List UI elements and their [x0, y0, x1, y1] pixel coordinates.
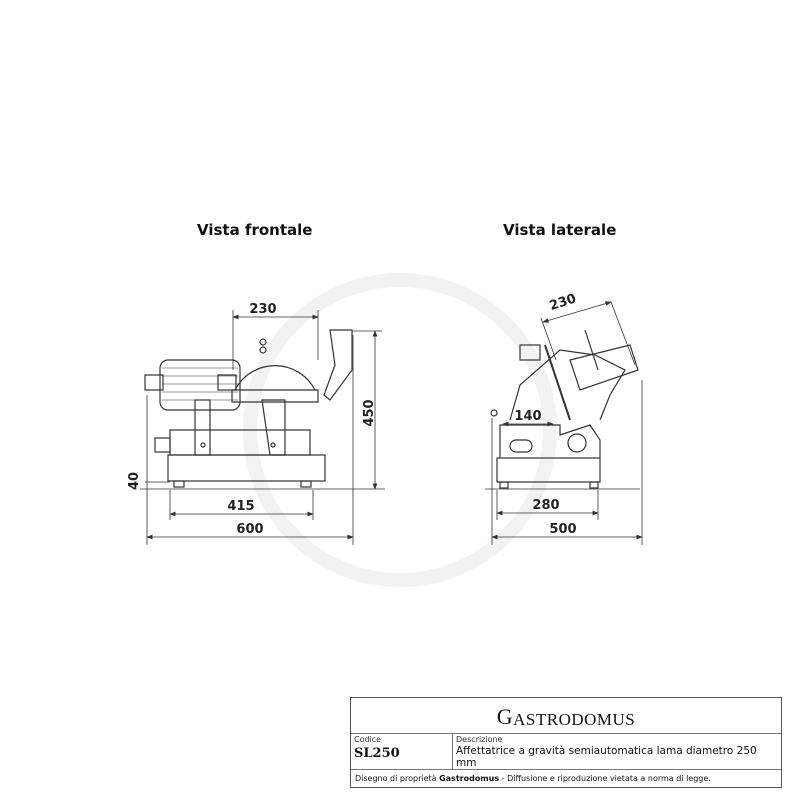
front-view-title: Vista frontale [197, 221, 313, 239]
product-description: Affettatrice a gravità semiautomatica la… [456, 745, 757, 769]
code-label: Codice [354, 735, 382, 744]
side-view-title: Vista laterale [503, 221, 617, 239]
description-cell: Descrizione Affettatrice a gravità semia… [453, 734, 781, 769]
front-view-dimensions [140, 310, 385, 545]
front-dim-600: 600 [236, 522, 263, 537]
side-view-machine [490, 329, 639, 489]
side-dim-500: 500 [549, 522, 576, 537]
front-view-machine [144, 329, 353, 488]
side-view-dimensions [485, 301, 643, 545]
front-dim-40: 40 [127, 472, 142, 490]
front-dim-415: 415 [227, 499, 254, 514]
front-dim-450: 450 [362, 399, 377, 426]
side-dim-230: 230 [548, 291, 578, 314]
copyright-notice: Disegno di proprietà Gastrodomus - Diffu… [355, 774, 711, 783]
side-dim-140: 140 [514, 409, 541, 424]
product-code: SL250 [354, 746, 400, 761]
front-dim-230: 230 [249, 302, 276, 317]
code-cell: Codice SL250 [351, 734, 453, 769]
side-dim-280: 280 [532, 498, 559, 513]
description-label: Descrizione [456, 735, 503, 744]
